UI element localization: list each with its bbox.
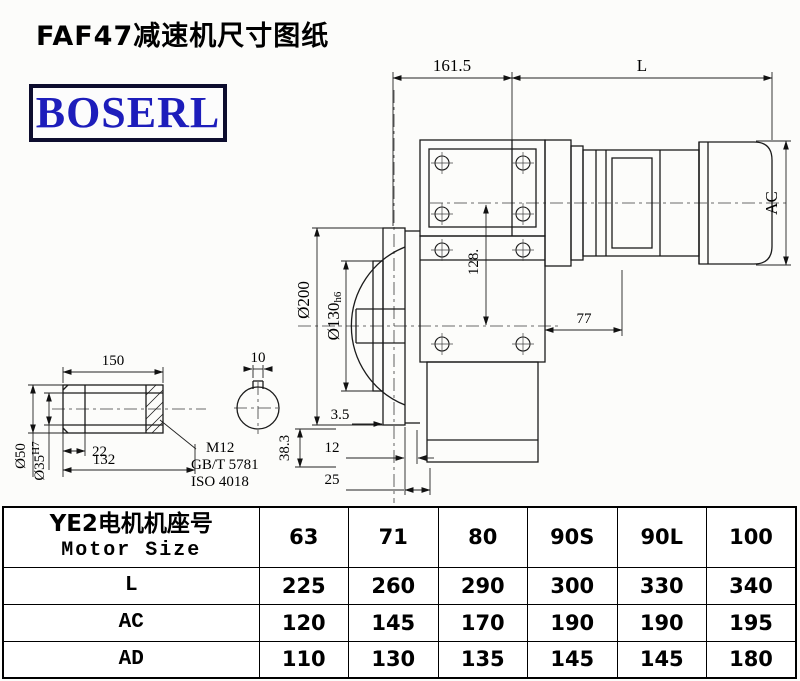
table-cell: 340: [706, 566, 797, 605]
table-row-AC: AC 120 145 170 190 190 195: [2, 603, 797, 642]
motor-size-col: 90L: [616, 506, 707, 568]
shaft-thread-hatch: [145, 384, 164, 434]
motor-size-col: 71: [348, 506, 439, 568]
table-header-row: YE2电机机座号 Motor Size 63 71 80 90S 90L 100: [2, 506, 797, 568]
note-m12: M12: [206, 440, 234, 456]
gearbox-outline: [419, 139, 546, 463]
dim-10-label: 10: [251, 350, 266, 366]
dim-25-label: 25: [325, 472, 340, 488]
dim-150-label: 150: [102, 353, 125, 369]
dim-161-5-label: 161.5: [433, 56, 471, 75]
header-cn: YE2电机机座号: [49, 511, 213, 538]
motor-size-col: 63: [258, 506, 349, 568]
dimension-drawing: 161.5 L AC Ø200 Ø130h6 128. 77 3.5 12 25…: [13, 56, 791, 503]
dim-AC-label: AC: [762, 191, 781, 215]
table-cell: 225: [258, 566, 349, 605]
note-gb5781: GB/T 5781: [191, 457, 259, 473]
table-cell: 145: [527, 640, 618, 679]
dim-dia130-label: Ø130h6: [324, 291, 344, 340]
dim-dia35-label: Ø35H7: [30, 441, 48, 481]
output-flange: [350, 227, 420, 426]
dim-132-label: 132: [93, 452, 116, 468]
dim-22-label: 22: [92, 444, 107, 460]
table-cell: 180: [706, 640, 797, 679]
dim-dia200-label: Ø200: [294, 281, 313, 319]
table-cell: 170: [437, 603, 528, 642]
table-cell: 290: [437, 566, 528, 605]
table-row-L: L 225 260 290 300 330 340: [2, 566, 797, 605]
table-cell: 300: [527, 566, 618, 605]
table-cell: 130: [348, 640, 439, 679]
dimension-lines: [28, 72, 791, 495]
table-cell: 190: [616, 603, 707, 642]
dimension-labels: 161.5 L AC Ø200 Ø130h6 128. 77 3.5 12 25…: [13, 56, 781, 490]
keyway-section: [236, 380, 280, 430]
brand-logo-text: BOSERL: [35, 88, 221, 137]
row-label: L: [2, 566, 260, 605]
centerlines: [52, 90, 789, 503]
motor-size-col: 90S: [527, 506, 618, 568]
table-cell: 260: [348, 566, 439, 605]
dim-38-3-label: 38.3: [277, 435, 293, 461]
dim-128-label: 128.: [466, 249, 482, 275]
table-cell: 195: [706, 603, 797, 642]
table-cell: 120: [258, 603, 349, 642]
page-title: FAF47减速机尺寸图纸: [36, 21, 330, 52]
table-cell: 145: [348, 603, 439, 642]
table-cell: 135: [437, 640, 528, 679]
dim-77-label: 77: [577, 311, 593, 327]
table-cell: 190: [527, 603, 618, 642]
note-iso4018: ISO 4018: [191, 474, 249, 490]
motor-size-col: 80: [437, 506, 528, 568]
shaft-detail: [62, 384, 164, 434]
gearbox-bolts: [431, 152, 534, 355]
dim-12-label: 12: [325, 440, 340, 456]
row-label: AC: [2, 603, 260, 642]
row-label: AD: [2, 640, 260, 679]
table-cell: 110: [258, 640, 349, 679]
dim-L-label: L: [637, 56, 647, 75]
motor-size-table: YE2电机机座号 Motor Size 63 71 80 90S 90L 100…: [2, 506, 797, 679]
brand-logo: BOSERL: [29, 84, 227, 142]
motor-size-header-cell: YE2电机机座号 Motor Size: [2, 506, 260, 568]
table-row-AD: AD 110 130 135 145 145 180: [2, 640, 797, 679]
dim-3-5-label: 3.5: [331, 407, 350, 423]
table-cell: 330: [616, 566, 707, 605]
table-cell: 145: [616, 640, 707, 679]
dim-dia50-label: Ø50: [13, 443, 29, 469]
header-en: Motor Size: [61, 539, 202, 563]
motor-size-col: 100: [706, 506, 797, 568]
